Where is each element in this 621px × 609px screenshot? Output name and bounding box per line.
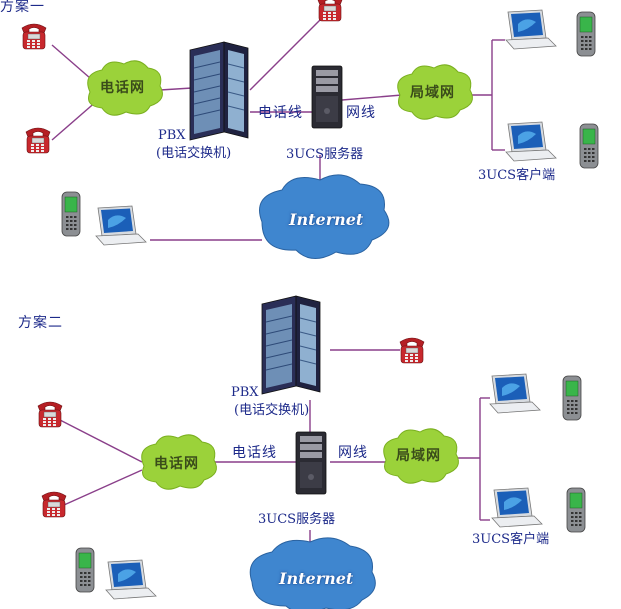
scheme2-phone-network-label: 电话网	[154, 456, 199, 472]
scheme2-internet-label: Internet	[279, 569, 354, 588]
scheme2-net-line-label: 网线	[338, 445, 368, 461]
scheme1-remote-mobile	[61, 191, 81, 237]
scheme2-client-label: 3UCS客户端	[472, 532, 550, 547]
scheme2-title: 方案二	[18, 315, 63, 331]
scheme1-client-mobile-bottom	[579, 123, 599, 169]
scheme2-lan-label: 局域网	[396, 448, 441, 464]
scheme1-client-label: 3UCS客户端	[478, 168, 556, 183]
scheme1-phone-line-label: 电话线	[258, 105, 303, 121]
scheme1-net-line-label: 网线	[346, 105, 376, 121]
scheme2-telephone-top-left	[37, 401, 63, 428]
scheme1-pbx-label: PBX	[158, 128, 186, 143]
scheme2-server-label: 3UCS服务器	[258, 512, 336, 527]
scheme2-pbx-icon	[261, 295, 321, 395]
scheme2-pbx-sublabel: (电话交换机)	[234, 403, 310, 418]
scheme2-telephone-right	[399, 337, 425, 364]
scheme2-client-mobile-top	[562, 375, 582, 421]
scheme2-internet-cloud	[249, 537, 376, 609]
scheme2-pbx-label: PBX	[231, 385, 259, 400]
scheme1-telephone-top-left	[21, 23, 47, 50]
scheme1-title: 方案一	[0, 0, 45, 15]
scheme2-client-mobile-bottom	[566, 487, 586, 533]
scheme1-connections	[51, 19, 505, 241]
scheme1-phone-cloud	[87, 60, 163, 116]
scheme1-server-label: 3UCS服务器	[286, 147, 364, 162]
scheme1-internet-label: Internet	[289, 210, 364, 229]
scheme1-lan-label: 局域网	[410, 85, 455, 101]
scheme2-client-laptop-top	[489, 373, 541, 414]
scheme2-remote-laptop	[105, 559, 157, 600]
scheme1-pbx-icon	[189, 41, 249, 141]
scheme1-client-laptop-top	[505, 9, 557, 50]
scheme1-remote-laptop	[95, 205, 147, 246]
scheme2-phone-line-label: 电话线	[232, 445, 277, 461]
scheme2-telephone-mid-left	[41, 491, 67, 518]
scheme2-lan-cloud	[383, 428, 459, 484]
scheme1-client-laptop-bottom	[505, 121, 557, 162]
scheme2-server-icon	[295, 431, 327, 495]
scheme1-client-mobile-top	[576, 11, 596, 57]
scheme1-telephone-mid-left	[25, 127, 51, 154]
scheme2-remote-mobile	[75, 547, 95, 593]
scheme1-phone-network-label: 电话网	[100, 80, 145, 96]
scheme2-phone-cloud	[141, 434, 217, 490]
scheme1-internet-cloud	[259, 174, 390, 259]
scheme1-server-icon	[311, 65, 343, 129]
scheme1-telephone-top	[317, 0, 343, 22]
scheme2-client-laptop-bottom	[491, 487, 543, 528]
scheme1-pbx-sublabel: (电话交换机)	[156, 146, 232, 161]
scheme1-lan-cloud	[397, 64, 473, 120]
